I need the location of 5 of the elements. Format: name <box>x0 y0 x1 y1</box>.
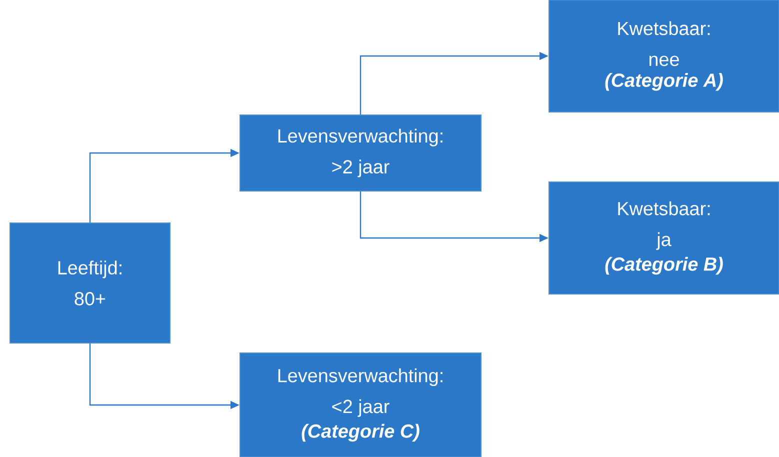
process-box: Levensverwachting: <2 jaar (Categorie C) <box>240 352 482 457</box>
process-box: Kwetsbaar: nee (Categorie A) <box>548 0 779 112</box>
process-box: Levensverwachting: >2 jaar <box>240 114 482 192</box>
process-box: Kwetsbaar: ja (Categorie B) <box>548 182 779 294</box>
process-box: Leeftijd: 80+ <box>10 222 170 344</box>
